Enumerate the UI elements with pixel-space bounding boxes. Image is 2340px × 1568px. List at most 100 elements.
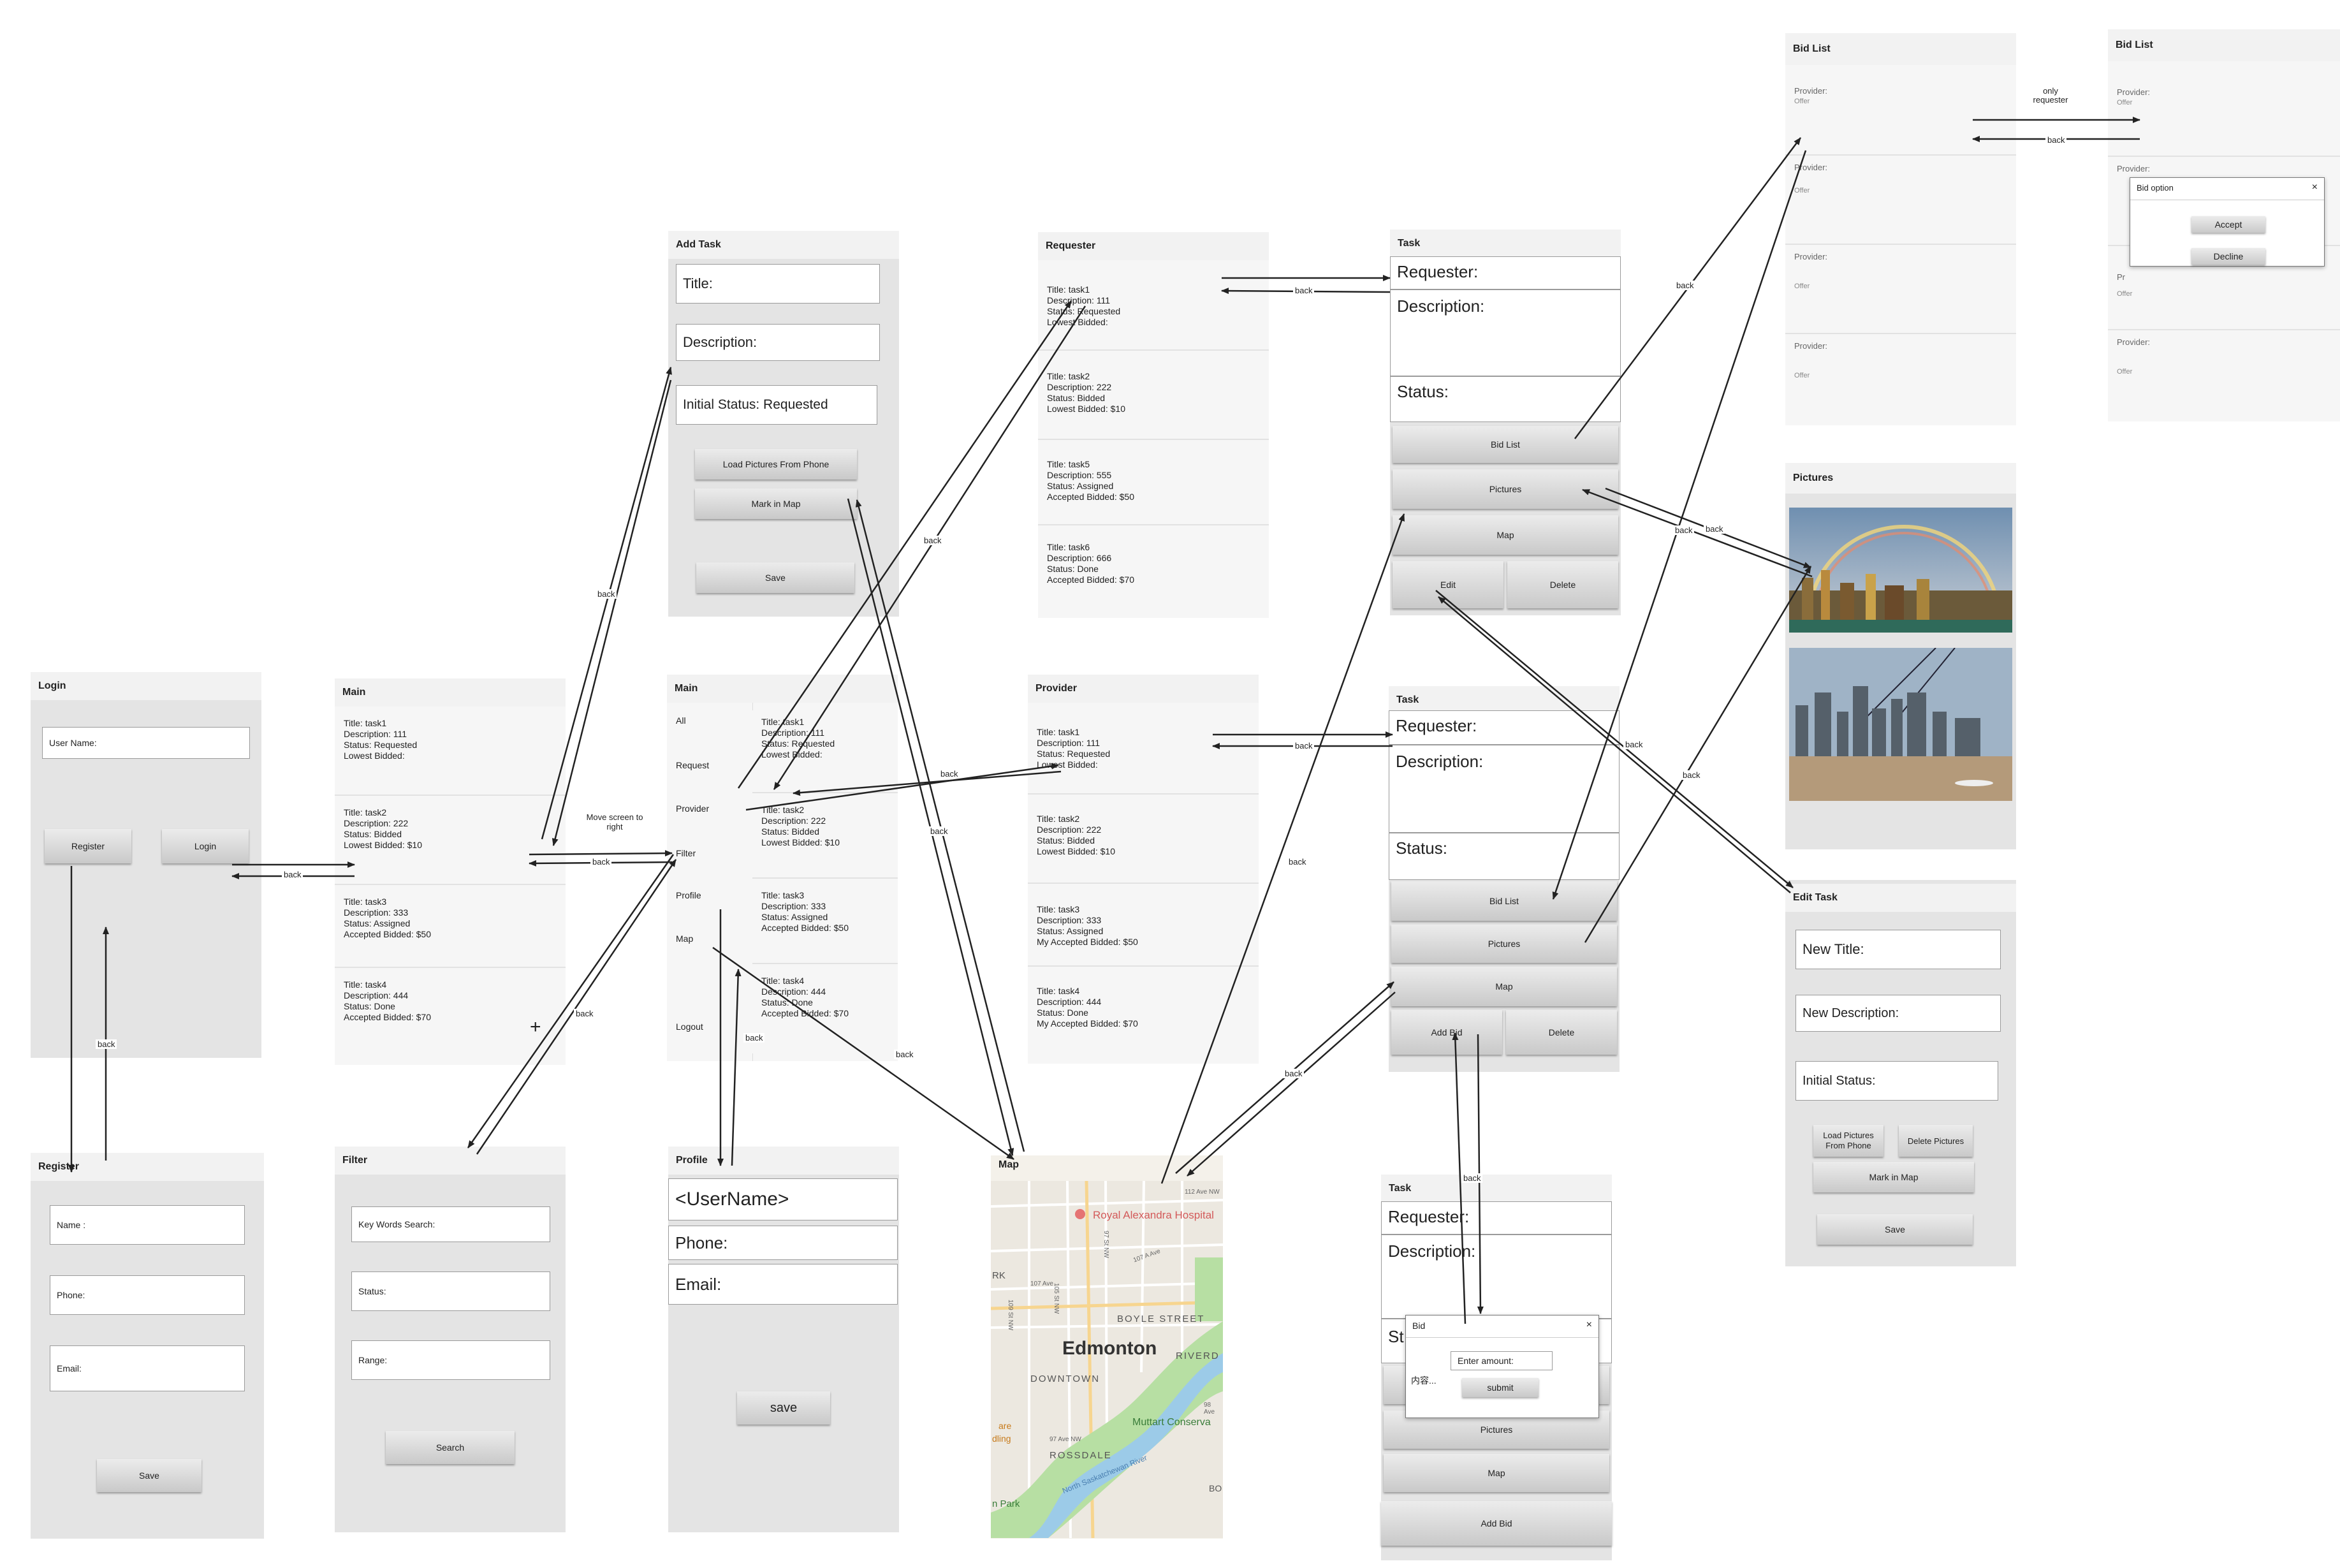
flow-arrow: [1452, 1032, 1466, 1324]
description-field[interactable]: Description:: [676, 324, 880, 361]
map-button[interactable]: Map: [1391, 967, 1617, 1006]
screen-title: Add Task: [668, 231, 899, 259]
arrow-label-back: back: [1673, 525, 1695, 535]
map-button[interactable]: Map: [1384, 1454, 1609, 1492]
screen-title: Task: [1390, 230, 1621, 258]
save-button[interactable]: Save: [97, 1459, 201, 1492]
title-field[interactable]: Title:: [676, 264, 880, 304]
save-button[interactable]: Save: [696, 562, 854, 593]
map-view[interactable]: [991, 1181, 1223, 1538]
nav-request[interactable]: Request: [676, 760, 710, 770]
bid-list-item[interactable]: Provider:Offer: [1785, 156, 2016, 245]
nav-logout[interactable]: Logout: [676, 1022, 703, 1032]
task-description: Description: 444: [1037, 997, 1102, 1007]
add-bid-button[interactable]: Add Bid: [1391, 1010, 1502, 1055]
task-title: Title: task1: [1047, 284, 1090, 295]
search-button[interactable]: Search: [386, 1431, 515, 1464]
nav-profile[interactable]: Profile: [676, 890, 701, 900]
task-bid: Accepted Bidded: $50: [761, 923, 849, 933]
pictures-button[interactable]: Pictures: [1393, 469, 1618, 509]
task-description: Description: 222: [1047, 382, 1112, 392]
mark-in-map-button[interactable]: Mark in Map: [1813, 1162, 1974, 1192]
nav-filter[interactable]: Filter: [676, 848, 696, 858]
offer-label: Offer: [1794, 98, 1810, 105]
accept-button[interactable]: Accept: [2191, 216, 2265, 233]
close-icon[interactable]: ×: [1586, 1319, 1592, 1330]
load-pictures-button[interactable]: Load Pictures From Phone: [695, 449, 857, 480]
mark-in-map-button[interactable]: Mark in Map: [695, 488, 857, 519]
load-pictures-button[interactable]: Load Pictures From Phone: [1813, 1125, 1883, 1157]
name-field[interactable]: Name :: [50, 1205, 245, 1245]
new-description-field[interactable]: New Description:: [1795, 995, 2001, 1032]
nav-map[interactable]: Map: [676, 934, 694, 944]
delete-button[interactable]: Delete: [1506, 1010, 1617, 1055]
add-bid-button[interactable]: Add Bid: [1381, 1501, 1612, 1546]
phone-field[interactable]: Phone:: [668, 1226, 898, 1260]
delete-pictures-button[interactable]: Delete Pictures: [1899, 1125, 1973, 1157]
new-title-field[interactable]: New Title:: [1795, 930, 2001, 969]
screen-title: Pictures: [1785, 463, 2016, 494]
task-description: Description: 222: [344, 818, 409, 828]
decline-button[interactable]: Decline: [2191, 248, 2265, 265]
close-icon[interactable]: ×: [2311, 182, 2318, 193]
task-status: Status: Done: [344, 1001, 395, 1011]
save-button[interactable]: save: [737, 1391, 830, 1425]
bid-list-item[interactable]: Provider:Offer: [2108, 330, 2340, 420]
bid-dialog: Bid × Enter amount: 内容... submit: [1405, 1315, 1599, 1418]
phone-field[interactable]: Phone:: [50, 1275, 245, 1315]
range-field[interactable]: Range:: [351, 1340, 550, 1380]
bid-list-button[interactable]: Bid List: [1391, 881, 1617, 921]
amount-input[interactable]: Enter amount:: [1451, 1351, 1553, 1370]
save-button[interactable]: Save: [1817, 1214, 1973, 1245]
task-status: Status: Requested: [1037, 749, 1111, 759]
flow-arrow: [541, 367, 672, 840]
task-bid: My Accepted Bidded: $50: [1037, 937, 1138, 947]
provider-label: Provider:: [1794, 252, 1828, 261]
email-field[interactable]: Email:: [50, 1345, 245, 1391]
email-field[interactable]: Email:: [668, 1264, 898, 1305]
arrow-label-back: back: [894, 1050, 916, 1059]
bid-list-item[interactable]: Provider:Offer: [2108, 87, 2340, 157]
register-button[interactable]: Register: [45, 829, 131, 863]
pictures-button[interactable]: Pictures: [1391, 925, 1617, 963]
login-button[interactable]: Login: [162, 829, 249, 863]
bid-list-item[interactable]: Provider:Offer: [1785, 245, 2016, 334]
task-screen-provider: Task Requester: Description: Status: Bid…: [1389, 686, 1620, 1072]
initial-status-field[interactable]: Initial Status:: [1795, 1061, 1998, 1101]
provider-label: Provider:: [1794, 341, 1828, 351]
rainbow-city-photo[interactable]: [1789, 508, 2012, 633]
task-title: Title: task5: [1047, 459, 1090, 469]
submit-button[interactable]: submit: [1462, 1378, 1539, 1397]
keyword-search-field[interactable]: Key Words Search:: [351, 1206, 550, 1242]
skyline-photo[interactable]: [1789, 648, 2012, 801]
map-button[interactable]: Map: [1393, 515, 1618, 555]
add-task-icon[interactable]: +: [530, 1016, 541, 1037]
nav-all[interactable]: All: [676, 715, 686, 726]
nav-provider[interactable]: Provider: [676, 803, 710, 814]
flow-arrow: [731, 969, 742, 1166]
username-field[interactable]: <UserName>: [668, 1178, 898, 1220]
initial-status-field[interactable]: Initial Status: Requested: [676, 385, 877, 425]
task-description: Description: 333: [1037, 915, 1102, 925]
task-status: Status: Requested: [761, 738, 835, 749]
username-field[interactable]: User Name:: [42, 727, 250, 759]
status-field[interactable]: Status:: [351, 1271, 550, 1311]
bid-list-item[interactable]: Provider:Offer: [1785, 334, 2016, 423]
delete-button[interactable]: Delete: [1507, 561, 1618, 608]
